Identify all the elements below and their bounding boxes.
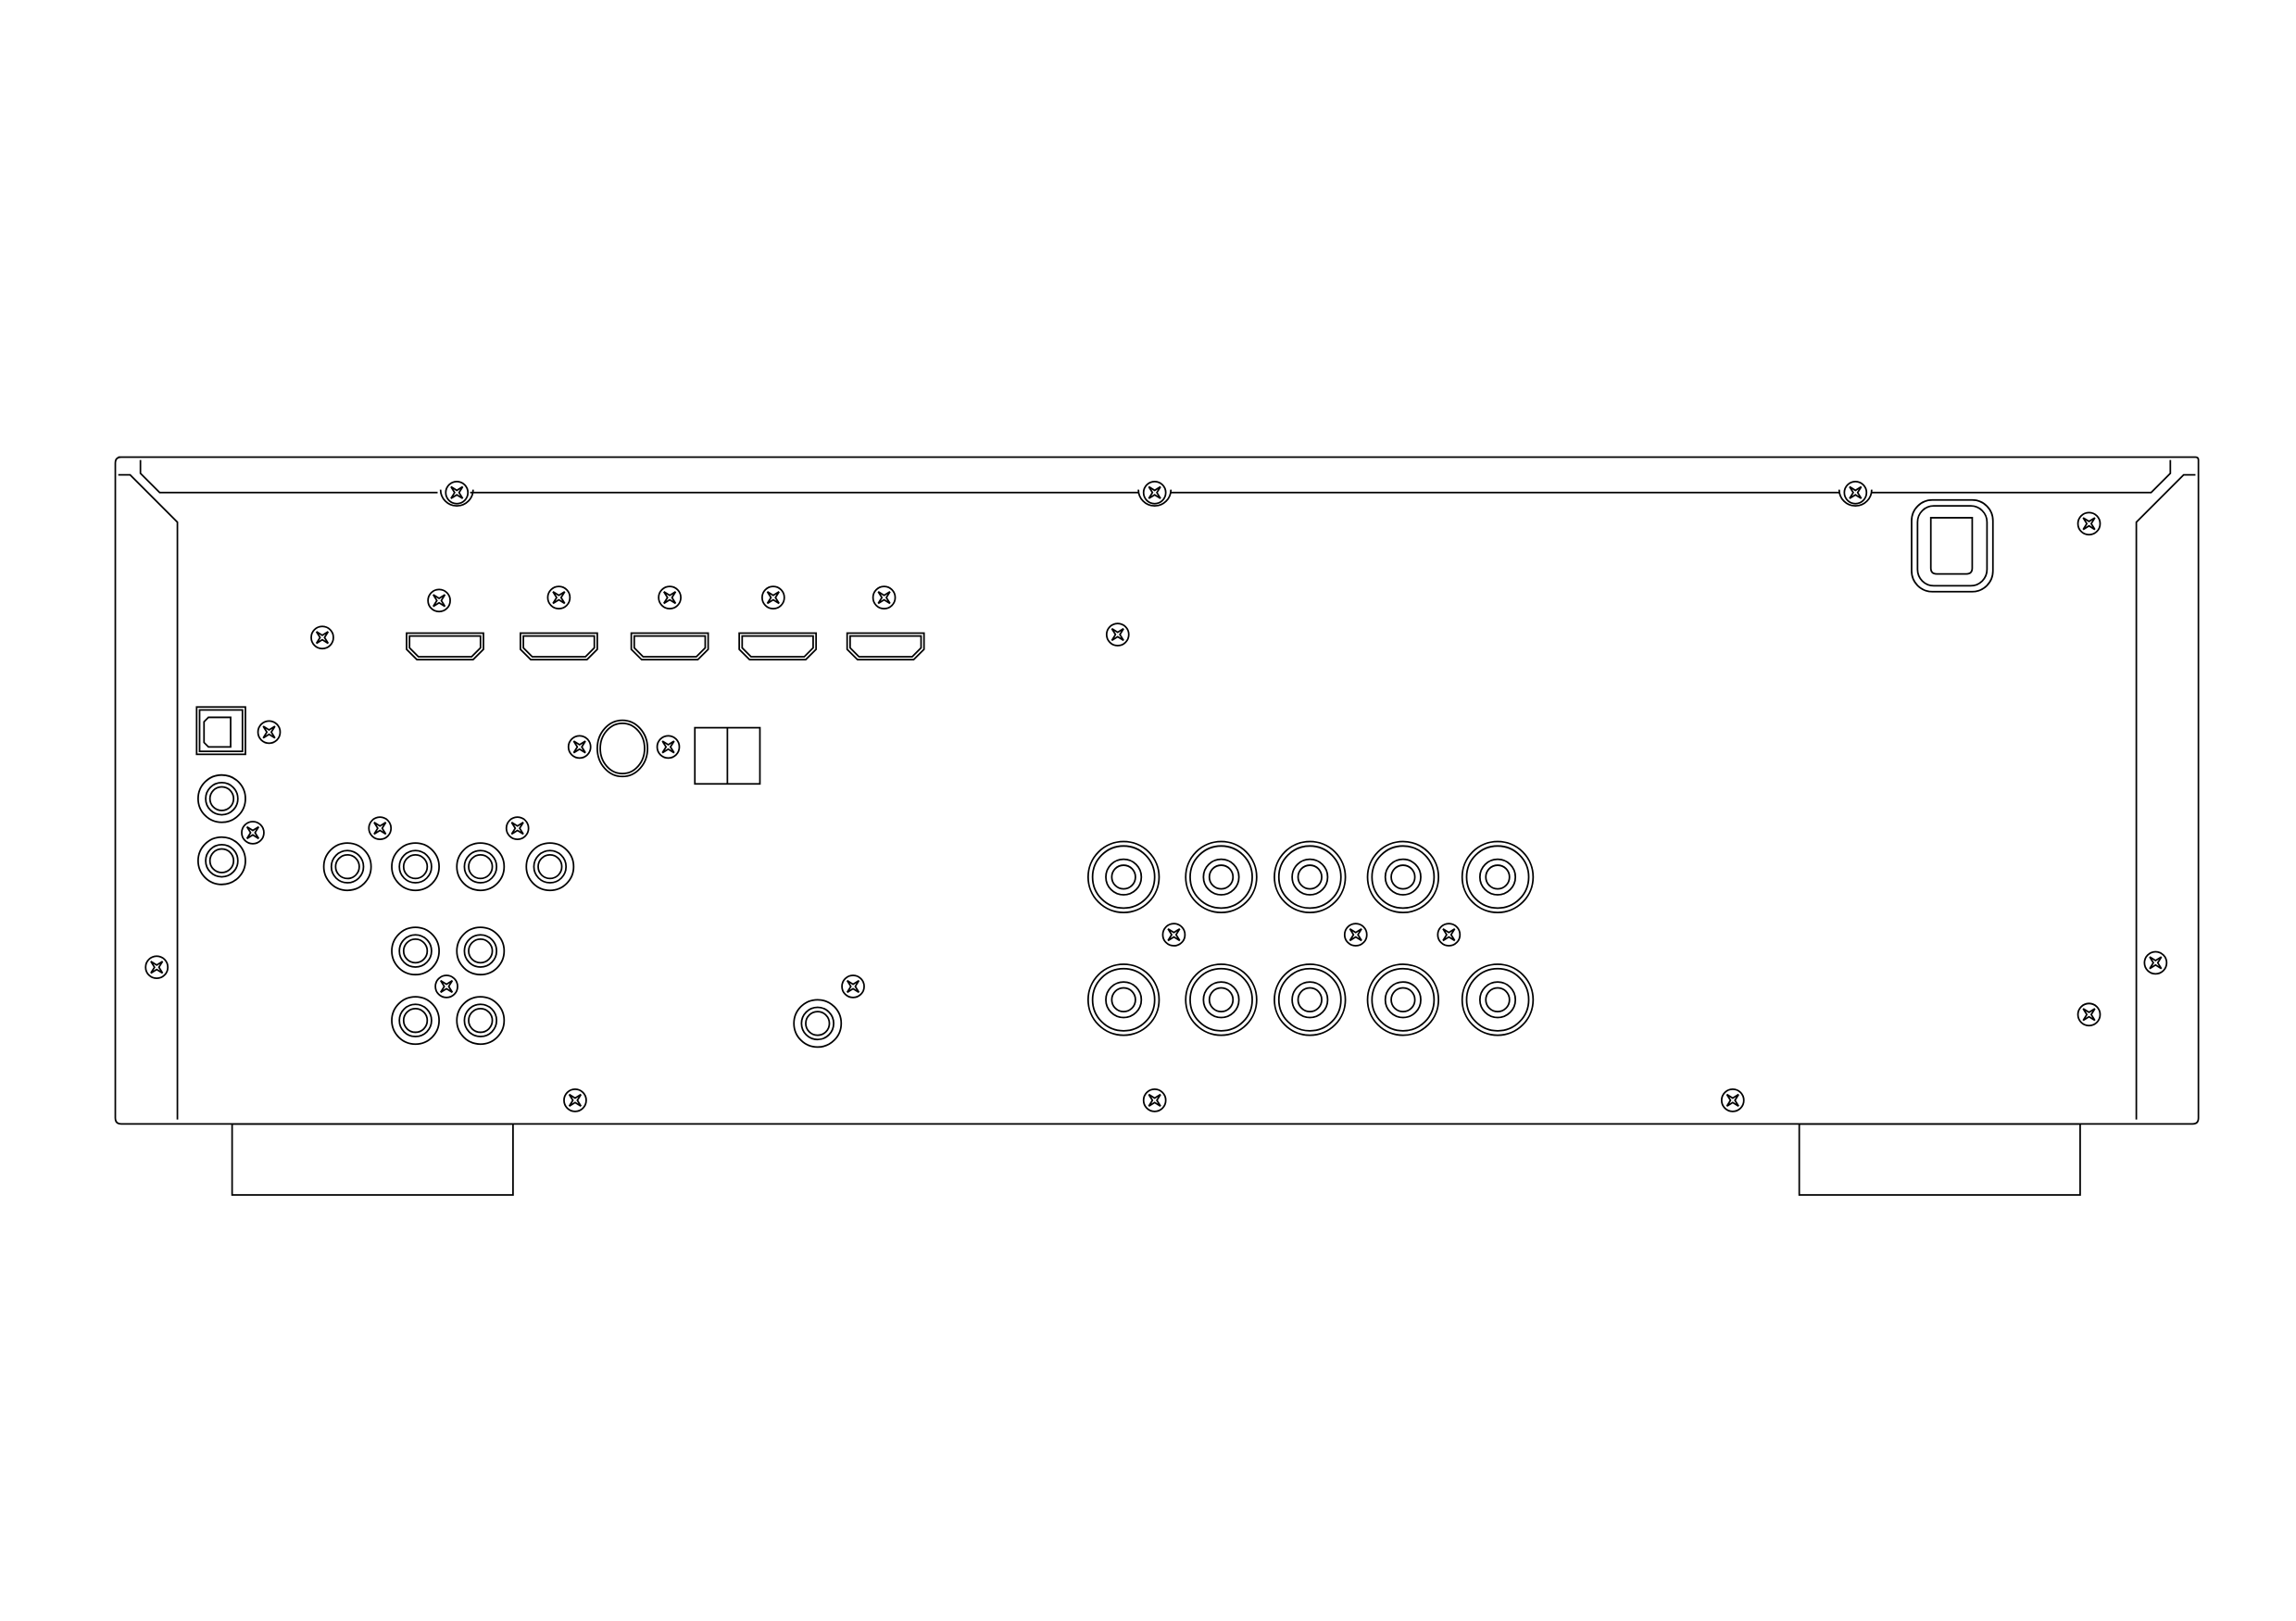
- speaker-terminal-icon: [1366, 840, 1440, 914]
- screw-icon: [656, 735, 681, 760]
- screw-icon: [1437, 923, 1462, 947]
- screw-icon: [257, 720, 282, 745]
- screw-icon: [2143, 950, 2168, 975]
- screw-icon: [1161, 923, 1186, 947]
- right-side-bracket: [2135, 473, 2196, 1120]
- screw-icon: [310, 625, 334, 650]
- rca-jack-icon: [197, 836, 246, 886]
- antenna-connector-icon: [596, 719, 649, 778]
- speaker-terminal-icon: [1086, 963, 1161, 1037]
- screw-icon: [505, 816, 530, 841]
- screw-icon: [872, 585, 897, 609]
- screw-icon: [1142, 1088, 1167, 1112]
- power-inlet-icon: [1911, 498, 1994, 593]
- screw-icon: [760, 585, 785, 609]
- hdmi-port-icon: [520, 632, 598, 661]
- rca-jack-icon: [525, 842, 575, 892]
- screw-icon: [2076, 511, 2102, 536]
- screw-icon: [567, 735, 592, 760]
- top-cover-edge: [139, 459, 2172, 494]
- screw-icon: [2076, 1002, 2102, 1027]
- hdmi-port-icon: [630, 632, 709, 661]
- screw-icon: [434, 974, 458, 999]
- rca-jack-icon: [391, 926, 440, 976]
- screw-icon: [1838, 480, 1873, 508]
- optical-port-icon: [195, 706, 246, 756]
- screw-icon: [546, 585, 571, 609]
- screw-icon: [427, 588, 451, 613]
- screw-icon: [658, 585, 682, 609]
- rca-jack-icon: [456, 842, 506, 892]
- speaker-terminal-icon: [1366, 963, 1440, 1037]
- hdmi-port-icon: [846, 632, 925, 661]
- rca-jack-icon: [456, 926, 506, 976]
- screw-icon: [439, 480, 474, 508]
- right-foot: [1798, 1123, 2081, 1196]
- rca-jack-icon: [197, 773, 246, 823]
- screw-icon: [1105, 622, 1130, 647]
- screw-icon: [1720, 1088, 1745, 1112]
- left-side-bracket: [118, 473, 179, 1120]
- rca-jack-icon: [322, 842, 372, 892]
- screw-icon: [144, 955, 169, 980]
- screw-icon: [241, 821, 265, 845]
- hdmi-port-icon: [406, 632, 484, 661]
- speaker-terminal-icon: [1185, 963, 1258, 1037]
- chassis: [114, 456, 2200, 1196]
- chassis-outline: [114, 456, 2200, 1125]
- hdmi-port-icon: [738, 632, 818, 661]
- screw-icon: [368, 816, 393, 841]
- speaker-terminal-icon: [1461, 963, 1535, 1037]
- speaker-terminal-icon: [1273, 840, 1347, 914]
- rca-jack-icon: [391, 842, 440, 892]
- rca-jack-icon: [793, 999, 843, 1049]
- screw-icon: [563, 1088, 587, 1112]
- left-foot: [231, 1123, 514, 1196]
- speaker-terminal-icon: [1185, 840, 1258, 914]
- rca-jack-icon: [391, 996, 440, 1046]
- speaker-terminal-icon: [1273, 963, 1347, 1037]
- screw-icon: [841, 974, 865, 999]
- speaker-terminal-icon: [1461, 840, 1535, 914]
- screw-icon: [1137, 480, 1173, 508]
- rca-jack-icon: [456, 996, 506, 1046]
- terminal-block-icon: [694, 726, 761, 785]
- screw-icon: [1343, 923, 1368, 947]
- speaker-terminal-icon: [1086, 840, 1161, 914]
